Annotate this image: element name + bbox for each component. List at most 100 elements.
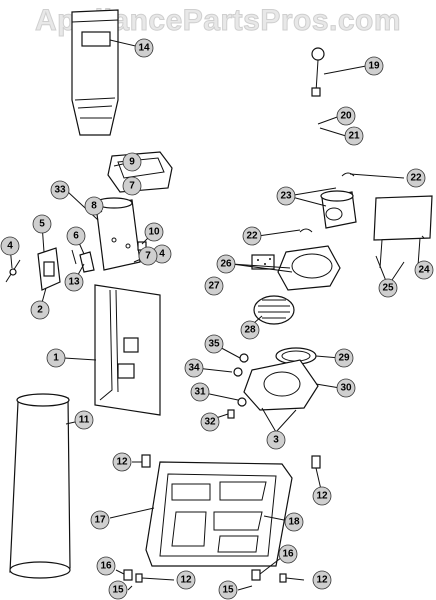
callout-label-2: 2 — [37, 305, 43, 316]
callout-label-15: 15 — [222, 585, 234, 596]
callout-12c: 12 — [176, 570, 196, 590]
callout-3: 3 — [266, 430, 286, 450]
callout-label-32: 32 — [204, 417, 216, 428]
callout-20: 20 — [336, 106, 356, 126]
callout-25: 25 — [378, 278, 398, 298]
motor-part — [320, 190, 357, 229]
callout-label-1: 1 — [53, 353, 59, 364]
callout-2: 2 — [30, 300, 50, 320]
callout-label-19: 19 — [368, 61, 380, 72]
callout-label-7: 7 — [129, 181, 135, 192]
callout-1: 1 — [46, 348, 66, 368]
callout-22b: 22 — [242, 226, 262, 246]
callout-label-17: 17 — [94, 515, 106, 526]
callout-30: 30 — [336, 378, 356, 398]
callout-7a: 7 — [122, 176, 142, 196]
sensor-clip-part — [71, 249, 95, 273]
callout-23: 23 — [276, 186, 296, 206]
callout-label-15: 15 — [112, 585, 124, 596]
callout-label-22: 22 — [410, 173, 422, 184]
callout-label-16: 16 — [282, 549, 294, 560]
callout-label-35: 35 — [208, 339, 220, 350]
callout-9: 9 — [122, 152, 142, 172]
blower-housing-part — [277, 245, 341, 291]
callout-21: 21 — [344, 126, 364, 146]
callout-label-9: 9 — [129, 157, 135, 168]
callout-label-7: 7 — [145, 251, 151, 262]
callout-13: 13 — [64, 272, 84, 292]
callout-16a: 16 — [96, 556, 116, 576]
callout-16b: 16 — [278, 544, 298, 564]
callout-8: 8 — [84, 196, 104, 216]
callout-label-5: 5 — [39, 219, 45, 230]
callout-label-23: 23 — [280, 191, 292, 202]
callout-7b: 7 — [138, 246, 158, 266]
callout-6: 6 — [66, 226, 86, 246]
callout-label-6: 6 — [73, 231, 79, 242]
callout-31: 31 — [190, 382, 210, 402]
callout-label-18: 18 — [288, 517, 300, 528]
callout-label-12: 12 — [180, 575, 192, 586]
callout-17: 17 — [90, 510, 110, 530]
callout-label-24: 24 — [418, 265, 430, 276]
fasteners-part — [227, 353, 249, 419]
callout-label-31: 31 — [194, 387, 206, 398]
callout-24: 24 — [414, 260, 434, 280]
callout-label-4: 4 — [7, 241, 13, 252]
callout-32: 32 — [200, 412, 220, 432]
callout-4b: 4 — [152, 244, 172, 264]
callout-label-34: 34 — [188, 363, 200, 374]
valve-rod-part — [94, 284, 161, 416]
callout-12d: 12 — [312, 570, 332, 590]
callout-22a: 22 — [406, 168, 426, 188]
callout-33: 33 — [50, 180, 70, 200]
cabinet-base-part — [145, 461, 293, 567]
callout-label-28: 28 — [244, 325, 256, 336]
callout-label-29: 29 — [338, 353, 350, 364]
callout-label-10: 10 — [148, 227, 160, 238]
flexible-duct-part — [9, 393, 71, 579]
callout-34: 34 — [184, 358, 204, 378]
motor-clip-part — [299, 172, 355, 233]
callout-label-26: 26 — [220, 259, 232, 270]
callout-label-13: 13 — [68, 277, 80, 288]
callout-label-11: 11 — [79, 415, 90, 426]
callout-4a: 4 — [0, 236, 20, 256]
callout-10: 10 — [144, 222, 164, 242]
callout-14: 14 — [134, 38, 154, 58]
callout-19: 19 — [364, 56, 384, 76]
callout-15a: 15 — [108, 580, 128, 600]
leveling-feet-part — [123, 454, 321, 583]
callout-11: 11 — [74, 410, 94, 430]
callout-label-12: 12 — [316, 491, 328, 502]
callout-26: 26 — [216, 254, 236, 274]
callout-label-30: 30 — [340, 383, 352, 394]
callout-label-14: 14 — [138, 43, 150, 54]
callout-15b: 15 — [218, 580, 238, 600]
callout-27: 27 — [204, 276, 224, 296]
blower-cover-part — [243, 359, 319, 411]
blower-wheel-part — [253, 295, 295, 325]
callout-18: 18 — [284, 512, 304, 532]
callout-label-3: 3 — [273, 435, 279, 446]
idler-bracket-part — [373, 195, 433, 269]
callout-label-22: 22 — [246, 231, 258, 242]
callout-label-21: 21 — [348, 131, 360, 142]
callout-29: 29 — [334, 348, 354, 368]
callout-12a: 12 — [112, 452, 132, 472]
callout-28: 28 — [240, 320, 260, 340]
vent-duct-part — [71, 9, 119, 136]
callout-label-25: 25 — [382, 283, 394, 294]
callout-label-4: 4 — [159, 249, 165, 260]
callout-12b: 12 — [312, 486, 332, 506]
callout-label-12: 12 — [316, 575, 328, 586]
callout-label-33: 33 — [54, 185, 66, 196]
door-switch-part — [311, 47, 325, 97]
callout-35: 35 — [204, 334, 224, 354]
callout-label-27: 27 — [208, 281, 220, 292]
callout-label-20: 20 — [340, 111, 352, 122]
callout-label-8: 8 — [91, 201, 97, 212]
callout-label-12: 12 — [116, 457, 128, 468]
callout-label-16: 16 — [100, 561, 112, 572]
